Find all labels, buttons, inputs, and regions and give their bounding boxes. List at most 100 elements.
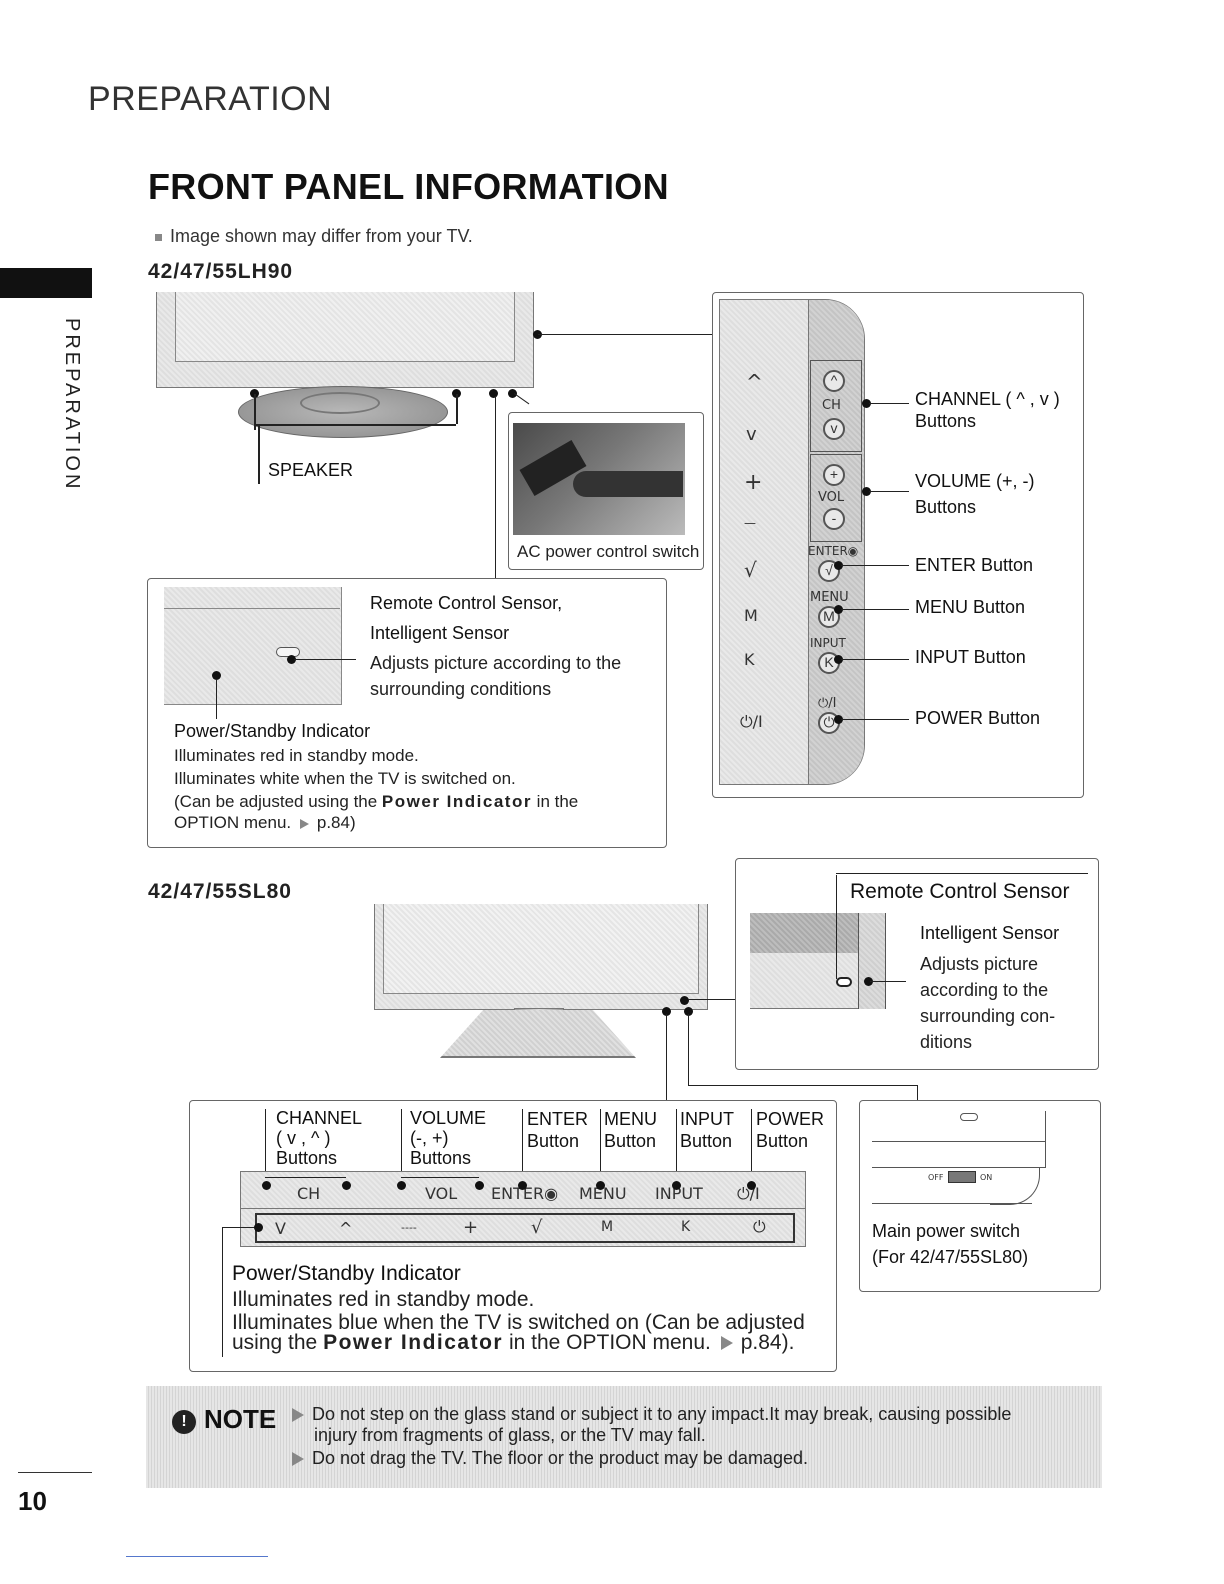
leader (514, 393, 530, 405)
glyph-up: ^ (746, 370, 763, 394)
strip-input-button[interactable]: K (681, 1219, 691, 1235)
leader (495, 396, 496, 580)
main-power-switch-box: OFF ON Main power switch (For 42/47/55SL… (859, 1100, 1101, 1292)
main-switch-label-1: Main power switch (872, 1221, 1021, 1241)
text: ENTER (527, 1109, 589, 1129)
strip-ch: CH (297, 1184, 321, 1203)
indicator-line-3: (Can be adjusted using the Power Indicat… (174, 791, 658, 814)
vol-button-group (810, 454, 862, 542)
sl80-sensor-box: Remote Control Sensor Intelligent Sensor… (735, 858, 1099, 1070)
closeup-bezel (164, 587, 340, 609)
ch-up-dot (342, 1181, 351, 1190)
note-label: NOTE (204, 1404, 277, 1434)
side-tab-marker (0, 268, 92, 298)
sensor-closeup (164, 587, 342, 705)
text: in the OPTION menu. (503, 1331, 711, 1354)
page-number: 10 (18, 1486, 47, 1516)
leader (872, 1141, 1046, 1142)
ac-switch-photo (513, 423, 685, 535)
vol-down-button[interactable]: - (823, 508, 845, 530)
channel-callout-2: Buttons (915, 411, 977, 431)
leader (401, 1177, 479, 1178)
sensor-dot (287, 655, 296, 664)
leader (917, 1085, 918, 1101)
sl80-sensor-title: Remote Control Sensor (850, 880, 1070, 903)
sensor-closeup-top (750, 913, 858, 953)
sl80-buttons-box: CHANNEL( v , ^ )Buttons VOLUME(-, +)Butt… (189, 1100, 837, 1372)
ch-up-button[interactable]: ^ (823, 370, 845, 392)
tv-illustration-lh90 (156, 292, 534, 388)
strip-up-button[interactable]: ^ (339, 1219, 353, 1238)
vol-up-button[interactable]: + (823, 464, 845, 486)
input-label: INPUT (810, 636, 846, 650)
intelligent-sensor-dot (864, 977, 873, 986)
page-title: FRONT PANEL INFORMATION (148, 166, 669, 207)
strip-check-button[interactable]: √ (531, 1217, 543, 1238)
glyph-menu: M (744, 606, 758, 625)
sl80-indicator-title: Power/Standby Indicator (232, 1262, 461, 1285)
leader (254, 394, 256, 430)
model-sl80-title: 42/47/55SL80 (148, 880, 292, 903)
text: Do not step on the glass stand or subjec… (312, 1404, 1012, 1424)
enter-dot (518, 1181, 527, 1190)
strip-down-button[interactable]: V (275, 1219, 286, 1238)
channel-callout-1: CHANNEL ( ^ , v ) (915, 389, 1060, 409)
leader (688, 1085, 918, 1086)
sensor-title-1: Remote Control Sensor, (370, 593, 563, 613)
ac-switch-inset: AC power control switch (508, 412, 704, 570)
glyph-down: v (746, 424, 757, 445)
indicator-line-4: OPTION menu. p.84) (174, 812, 356, 835)
leader (522, 1109, 523, 1189)
text: Buttons (410, 1147, 472, 1168)
sl80-indicator-line-2: Illuminates blue when the TV is switched… (232, 1311, 805, 1334)
page-rule (18, 1472, 92, 1473)
note-item-1-cont: injury from fragments of glass, or the T… (314, 1425, 706, 1445)
main-power-toggle[interactable] (948, 1171, 976, 1183)
leader (836, 875, 837, 979)
sl80-switch-dot (684, 1007, 693, 1016)
panel-dot (533, 330, 542, 339)
sensor-dot (489, 389, 498, 398)
leader (538, 334, 712, 335)
leader (265, 1177, 346, 1178)
ch-down-button[interactable]: v (823, 418, 845, 440)
strip-power-button[interactable]: ⏻ (753, 1217, 766, 1236)
leader (666, 1014, 667, 1102)
leader (841, 609, 909, 610)
enter-dot (834, 561, 843, 570)
sensor-desc-1: Adjusts picture according to the (370, 653, 622, 673)
bullet-icon (155, 233, 162, 241)
leader (216, 679, 217, 719)
input-dot (834, 655, 843, 664)
volume-dot (862, 487, 871, 496)
disclaimer: Image shown may differ from your TV. (155, 226, 473, 247)
disclaimer-text: Image shown may differ from your TV. (170, 226, 473, 246)
strip-menu-button[interactable]: M (601, 1219, 614, 1235)
sl80-sensor-desc-1: Adjusts picture (920, 954, 1039, 974)
volume-callout-1: VOLUME (+, -) (915, 471, 1035, 491)
strip-frame (255, 1213, 795, 1243)
text: Button (527, 1130, 580, 1151)
arrow-icon (292, 1452, 304, 1467)
text: INPUT (680, 1109, 734, 1129)
power-callout: POWER Button (915, 708, 1041, 728)
strip-plus-button[interactable]: + (463, 1217, 479, 1238)
ch-button-group (810, 360, 862, 452)
stand-base (440, 1010, 636, 1058)
text: Buttons (276, 1147, 338, 1168)
leader (401, 1109, 402, 1189)
strip-minus-button[interactable]: ---- (401, 1221, 417, 1234)
sl80-indicator-dot (662, 1007, 671, 1016)
indicator-title: Power/Standby Indicator (174, 721, 371, 741)
leader (870, 981, 906, 982)
indicator-dot (212, 671, 221, 680)
sl80-sensor-dot (680, 996, 689, 1005)
power-label: ⏻/I (818, 696, 837, 711)
leader (222, 1227, 223, 1357)
speaker-dot-left (250, 389, 259, 398)
leader (688, 999, 736, 1000)
switch-off-label: OFF (928, 1173, 944, 1182)
model-lh90-title: 42/47/55LH90 (148, 260, 294, 283)
glyph-plus: + (744, 470, 763, 495)
